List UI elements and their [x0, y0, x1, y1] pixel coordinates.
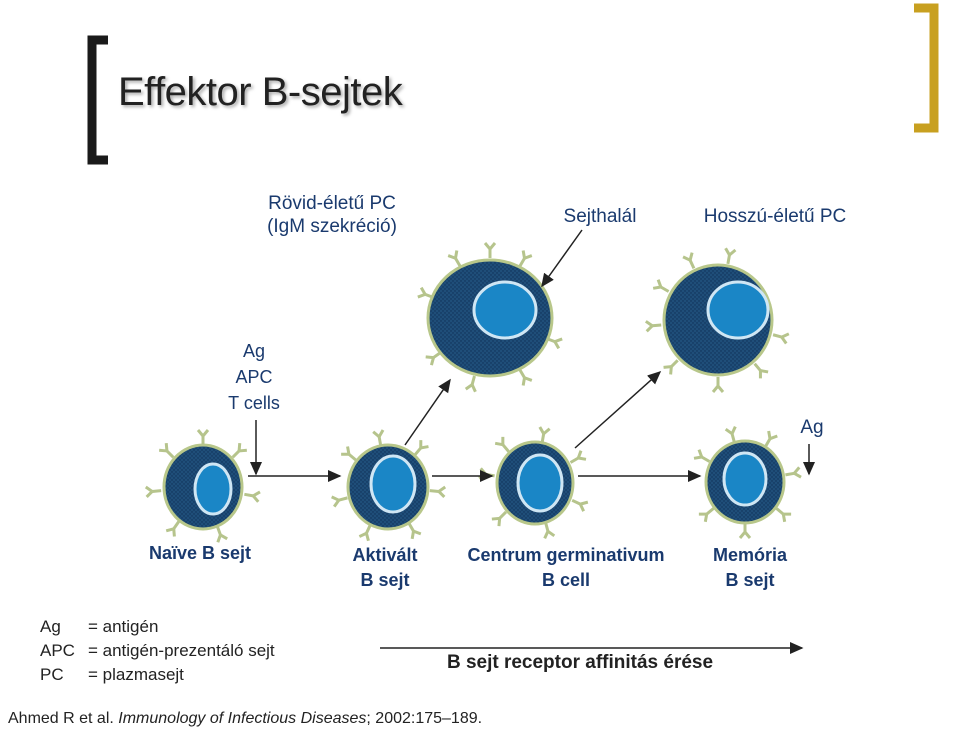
germinal-center-b-cell — [477, 425, 590, 540]
abbr-pc: PC= plazmasejt — [40, 665, 184, 684]
memory-b-cell — [692, 425, 803, 540]
memory-b-cell-label: Memória B sejt — [712, 545, 788, 590]
naive-b-cell — [144, 428, 262, 544]
affinity-maturation-label: B sejt receptor affinitás érése — [446, 652, 714, 673]
abbr-apc: APC= antigén-prezentáló sejt — [40, 641, 275, 660]
abbr-ag: Ag= antigén — [40, 617, 159, 636]
naive-b-cell-label: Naïve B sejt — [148, 543, 252, 563]
cell-death-label: Sejthalál — [563, 206, 637, 227]
citation: Ahmed R et al. Immunology of Infectious … — [8, 710, 483, 727]
ag-label: Ag — [800, 417, 824, 438]
activated-b-cell — [330, 428, 447, 543]
right-bracket — [914, 3, 939, 133]
stimulus-label: Ag APC T cells — [228, 341, 280, 413]
long-lived-pc-label: Hosszú-életű PC — [703, 206, 847, 227]
short-lived-pc-label: Rövid-életű PC (IgM szekréció) — [267, 193, 397, 237]
left-bracket — [87, 35, 108, 165]
activated-to-plasma-arrow — [404, 378, 451, 446]
long-lived-plasma-cell — [644, 246, 791, 394]
germinal-to-longlived-arrow — [574, 371, 662, 449]
activated-b-cell-label: Aktivált B sejt — [352, 545, 418, 590]
cell-death-arrow — [541, 229, 583, 288]
germinal-center-label: Centrum germinativum B cell — [467, 545, 665, 590]
short-lived-plasma-cell — [416, 241, 564, 394]
page-title: Effektor B-sejtek — [118, 70, 403, 114]
